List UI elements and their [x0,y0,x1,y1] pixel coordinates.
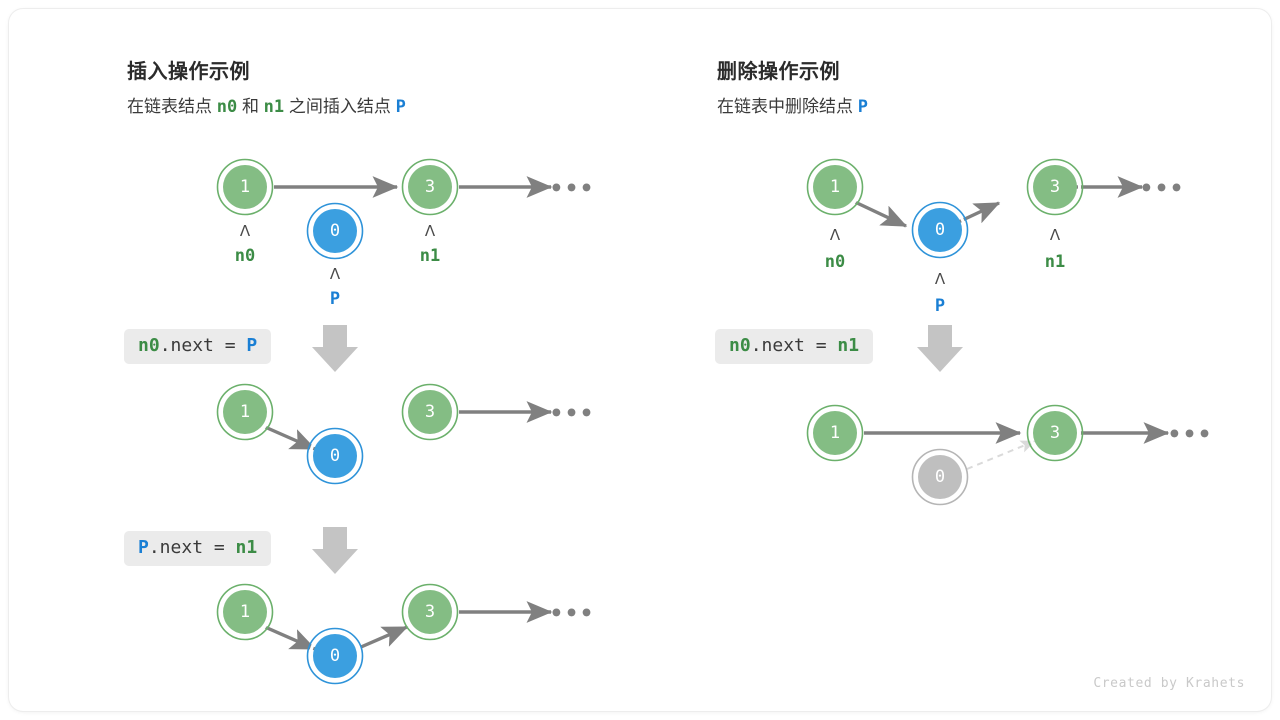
ellipsis-row-1: ••• [549,177,594,202]
node-n0: 1 [806,404,864,462]
node-value: 0 [935,467,945,487]
node-n1: 3 [401,158,459,216]
node-p: 0 [911,201,969,259]
pointer-label-n0: n0 [235,246,255,266]
delete-panel-subtitle: 在链表中删除结点 P [717,97,868,117]
diagram-card: 插入操作示例 在链表结点 n0 和 n1 之间插入结点 P n0.next = … [9,9,1271,711]
pointer-label-n0: n0 [825,252,845,272]
code-box-insert-step-2: P.next = n1 [124,531,272,566]
arrow-n0-to-p [264,625,317,651]
node-n0: 1 [216,383,274,441]
arrow-n0-to-p [854,200,908,228]
caret-icon-n1: Λ [425,222,436,240]
node-value: 0 [330,446,340,466]
node-value: 1 [240,602,250,622]
node-value: 1 [240,402,250,422]
ellipsis-row-3: ••• [549,602,594,627]
caret-icon-n1: Λ [1050,226,1061,244]
arrow-n0-to-p [264,425,317,451]
node-value: 3 [1050,177,1060,197]
step-down-arrow-2 [312,527,358,574]
pointer-label-p: P [935,296,945,316]
insert-row-3: ••• 1 0 3 [216,583,594,685]
insert-row-1: ••• 1 Λ n0 0 Λ P [216,158,594,309]
node-n1: 3 [401,383,459,441]
ellipsis-row-1: ••• [1139,177,1184,202]
caret-icon-n0: Λ [240,222,251,240]
step-down-arrow-1 [917,325,963,372]
caret-icon-p: Λ [330,265,341,283]
node-value: 3 [1050,423,1060,443]
node-value: 3 [425,402,435,422]
panel-insert-operation: 插入操作示例 在链表结点 n0 和 n1 之间插入结点 P n0.next = … [9,9,640,711]
node-value: 0 [330,646,340,666]
node-n1: 3 [1026,404,1084,462]
node-p: 0 [306,427,364,485]
pointer-label-p: P [330,289,340,309]
ellipsis-row-2: ••• [549,402,594,427]
insert-diagram-svg: ••• 1 Λ n0 0 Λ P [216,158,594,685]
insert-panel-subtitle: 在链表结点 n0 和 n1 之间插入结点 P [127,97,406,117]
arrow-deleted-to-n1-faded [966,440,1036,470]
delete-row-1: ••• 1 Λ n0 0 Λ P [806,158,1184,316]
arrow-p-to-n1 [360,625,409,649]
node-n0: 1 [216,158,274,216]
delete-diagram-svg: ••• 1 Λ n0 0 Λ P [806,158,1212,506]
insert-panel-title: 插入操作示例 [127,61,250,83]
code-box-delete-step-1: n0.next = n1 [715,329,874,364]
node-value: 0 [330,221,340,241]
code-box-insert-step-1: n0.next = P [124,329,272,364]
node-deleted: 0 [911,448,969,506]
credit-text: Created by Krahets [1093,676,1245,691]
node-n1: 3 [1026,158,1084,216]
node-value: 1 [830,177,840,197]
node-p: 0 [306,627,364,685]
node-value: 3 [425,602,435,622]
ellipsis-row-2: ••• [1167,423,1212,448]
node-value: 3 [425,177,435,197]
caret-icon-p: Λ [935,270,946,288]
delete-panel-title: 删除操作示例 [717,61,840,83]
node-p: 0 [306,202,364,260]
caret-icon-n0: Λ [830,226,841,244]
node-value: 0 [935,220,945,240]
insert-row-2: ••• 1 0 3 [216,383,594,485]
node-n1: 3 [401,583,459,641]
pointer-label-n1: n1 [420,246,440,266]
node-value: 1 [830,423,840,443]
node-n0: 1 [216,583,274,641]
panel-delete-operation: 删除操作示例 在链表中删除结点 P n0.next = n1 ••• [640,9,1271,711]
delete-row-2: ••• 1 0 3 [806,404,1212,506]
pointer-label-n1: n1 [1045,252,1065,272]
step-down-arrow-1 [312,325,358,372]
node-value: 1 [240,177,250,197]
node-n0: 1 [806,158,864,216]
